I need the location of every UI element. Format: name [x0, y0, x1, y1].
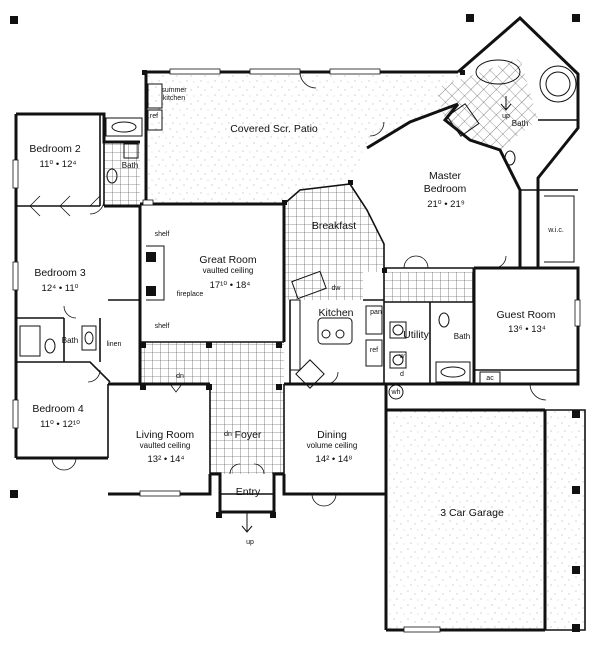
room-name-dining: Dining [317, 429, 347, 441]
room-name-garage: 3 Car Garage [440, 507, 504, 519]
label-ref-kitchen: ref [370, 347, 378, 354]
room-labels: Covered Scr. Patio Bedroom 2 11⁰ • 12⁴ B… [29, 123, 555, 519]
room-sub-dining: volume ceiling [307, 441, 358, 450]
room-name-living: Living Room [136, 429, 195, 441]
columns [10, 14, 580, 632]
room-name-breakfast: Breakfast [312, 220, 356, 232]
label-bath-guest: Bath [454, 332, 470, 341]
label-wic: w.i.c. [547, 227, 564, 234]
label-summer-kitchen: kitchen [163, 95, 185, 102]
label-up-bath: up [502, 113, 510, 120]
room-dims-bedroom-4: 11⁰ • 12¹⁰ [40, 419, 80, 430]
label-ac: ac [486, 375, 494, 382]
room-name-bedroom-3: Bedroom 3 [34, 267, 86, 279]
label-bath-3: Bath [62, 336, 78, 345]
room-name-patio: Covered Scr. Patio [230, 123, 318, 135]
room-name-bedroom-2: Bedroom 2 [29, 143, 81, 155]
room-name-entry: Entry [236, 486, 261, 498]
label-bath-master: Bath [512, 119, 528, 128]
label-fireplace: fireplace [177, 291, 204, 298]
floor-fills [104, 58, 585, 630]
label-dn-foyer: dn [224, 431, 232, 438]
walls [14, 15, 586, 632]
doors [29, 71, 547, 507]
label-up-entry: up [246, 539, 254, 546]
label-d: d [400, 371, 404, 378]
room-name-great-room: Great Room [199, 254, 256, 266]
room-dims-great-room: 17¹⁰ • 18⁴ [210, 280, 251, 291]
room-name-master: Master [429, 170, 462, 182]
label-wh: wh [391, 389, 401, 396]
label-summer: summer [161, 87, 187, 94]
room-dims-dining: 14² • 14⁸ [316, 454, 353, 465]
label-linen: linen [107, 341, 122, 348]
small-labels: Bath Bath Bath Bath summer kitchen ref s… [62, 87, 564, 546]
room-name-kitchen: Kitchen [318, 307, 353, 319]
room-name-bedroom-4: Bedroom 4 [32, 403, 84, 415]
label-dn-great: dn [176, 373, 184, 380]
label-w: w [398, 353, 405, 360]
label-pan: pan [370, 309, 382, 316]
room-dims-living: 13² • 14⁴ [148, 454, 185, 465]
label-bath-2: Bath [122, 161, 138, 170]
fixtures [19, 59, 577, 533]
room-dims-master: 21⁰ • 21⁹ [427, 199, 465, 210]
room-name-foyer: Foyer [235, 429, 262, 441]
windows [12, 68, 581, 633]
room-name-utility: Utility [403, 329, 429, 341]
label-dw: dw [332, 285, 342, 292]
room-dims-bedroom-2: 11⁰ • 12⁴ [40, 159, 77, 170]
room-name-master-2: Bedroom [424, 183, 467, 195]
label-shelf-top: shelf [155, 231, 170, 238]
label-ref-summer: ref [150, 113, 158, 120]
room-name-guest: Guest Room [497, 309, 556, 321]
room-sub-living: vaulted ceiling [140, 441, 191, 450]
room-dims-bedroom-3: 12⁴ • 11⁰ [42, 283, 79, 294]
room-sub-great-room: vaulted ceiling [203, 266, 254, 275]
label-shelf-bottom: shelf [155, 323, 170, 330]
room-dims-guest: 13⁶ • 13⁴ [508, 324, 546, 335]
